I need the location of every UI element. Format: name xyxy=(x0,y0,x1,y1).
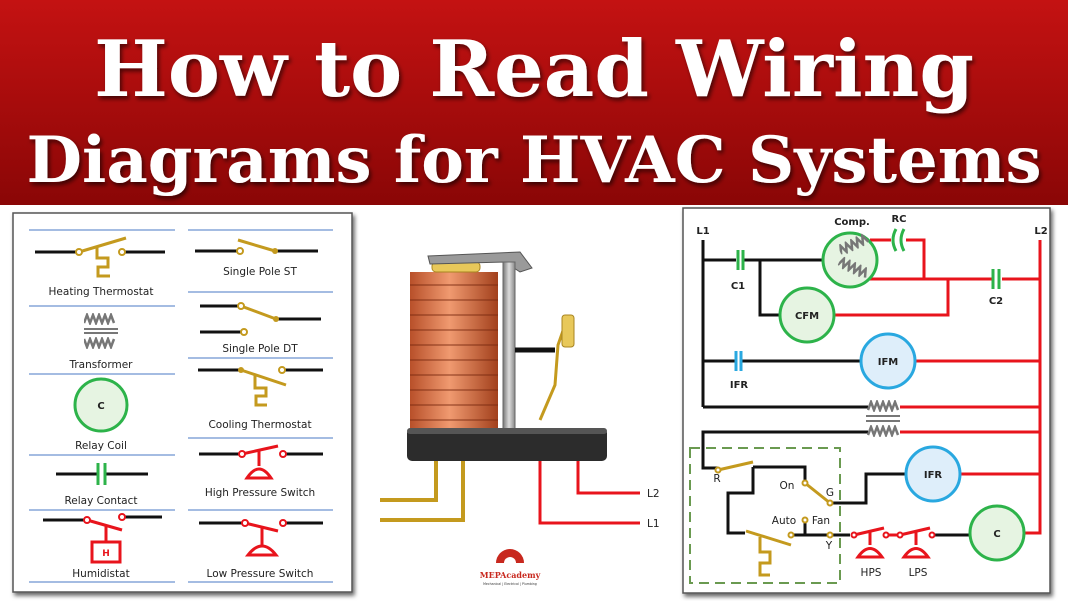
title-line-1: How to Read Wiring xyxy=(94,24,974,115)
logo-name: MEPAcademy xyxy=(480,570,541,580)
heating-thermostat-symbol xyxy=(35,236,165,278)
transformer-symbol xyxy=(84,313,118,349)
legend-label: Humidistat xyxy=(72,568,129,580)
legend-label: Transformer xyxy=(68,359,133,371)
fan-label: Fan xyxy=(812,515,830,527)
humidistat-letter: H xyxy=(102,549,110,559)
relay-coil-symbol xyxy=(73,377,129,433)
legend-label: Low Pressure Switch xyxy=(207,568,314,580)
indoor-fan-relay-coil xyxy=(904,445,962,503)
pressure-switches xyxy=(850,526,936,559)
relay-armature-frame xyxy=(502,261,516,431)
y-terminal-label: Y xyxy=(825,540,833,552)
legend-label: Relay Contact xyxy=(64,495,137,507)
symbol-legend: Heating Thermostat Transformer C Relay C… xyxy=(12,212,353,593)
indoor-fan-motor xyxy=(859,332,917,390)
high-pressure-switch-symbol xyxy=(199,444,323,480)
legend-label: High Pressure Switch xyxy=(205,487,315,499)
ifm-label: IFM xyxy=(878,357,899,368)
r-terminal-label: R xyxy=(713,473,720,485)
ifr-contact-label: IFR xyxy=(730,380,749,391)
condenser-fan-motor xyxy=(778,286,836,344)
hps-label: HPS xyxy=(861,567,882,579)
cfm-label: CFM xyxy=(795,311,819,322)
single-pole-dt-symbol xyxy=(200,302,321,336)
g-terminal-label: G xyxy=(826,487,834,499)
c1-label: C1 xyxy=(731,281,745,292)
hvac-wiring-schematic: L1 L2 C1 C2 RC Comp. CFM IFR IFM xyxy=(682,207,1051,594)
title-line-2: Diagrams for HVAC Systems xyxy=(27,123,1042,198)
contactor-label: C xyxy=(993,529,1000,540)
lps-label: LPS xyxy=(909,567,928,579)
title-banner xyxy=(0,0,1068,205)
l2-label: L2 xyxy=(1034,226,1047,237)
contactor-coil xyxy=(968,504,1026,562)
legend-label: Single Pole ST xyxy=(223,266,297,278)
legend-label: Single Pole DT xyxy=(222,343,298,355)
relay-l2-label: L2 xyxy=(647,488,660,500)
transformer xyxy=(866,400,900,437)
auto-label: Auto xyxy=(772,515,796,527)
low-pressure-switch-symbol xyxy=(199,519,323,557)
cooling-thermostat-symbol xyxy=(198,366,323,407)
single-pole-st-symbol xyxy=(195,238,318,255)
coil-letter: C xyxy=(97,401,104,412)
c2-label: C2 xyxy=(989,296,1003,307)
logo-tagline: Mechanical | Electrical | Plumbing xyxy=(483,582,537,586)
legend-label: Relay Coil xyxy=(75,440,127,452)
humidistat-symbol xyxy=(43,513,162,564)
legend-dividers xyxy=(29,229,333,583)
comp-label: Comp. xyxy=(834,217,870,228)
relay-base xyxy=(407,428,607,461)
relay-coil-winding xyxy=(410,272,498,430)
thermostat-boundary xyxy=(689,447,841,584)
l1-label: L1 xyxy=(696,226,709,237)
on-label: On xyxy=(780,480,795,492)
relay-illustration: L2 L1 xyxy=(380,251,660,530)
legend-label: Heating Thermostat xyxy=(49,286,154,298)
rc-label: RC xyxy=(891,214,906,225)
ifr-coil-label: IFR xyxy=(924,470,943,481)
relay-contact-symbol xyxy=(56,463,148,485)
relay-l1-label: L1 xyxy=(647,518,660,530)
legend-label: Cooling Thermostat xyxy=(208,419,311,431)
mep-academy-logo: MEPAcademy Mechanical | Electrical | Plu… xyxy=(480,549,541,586)
